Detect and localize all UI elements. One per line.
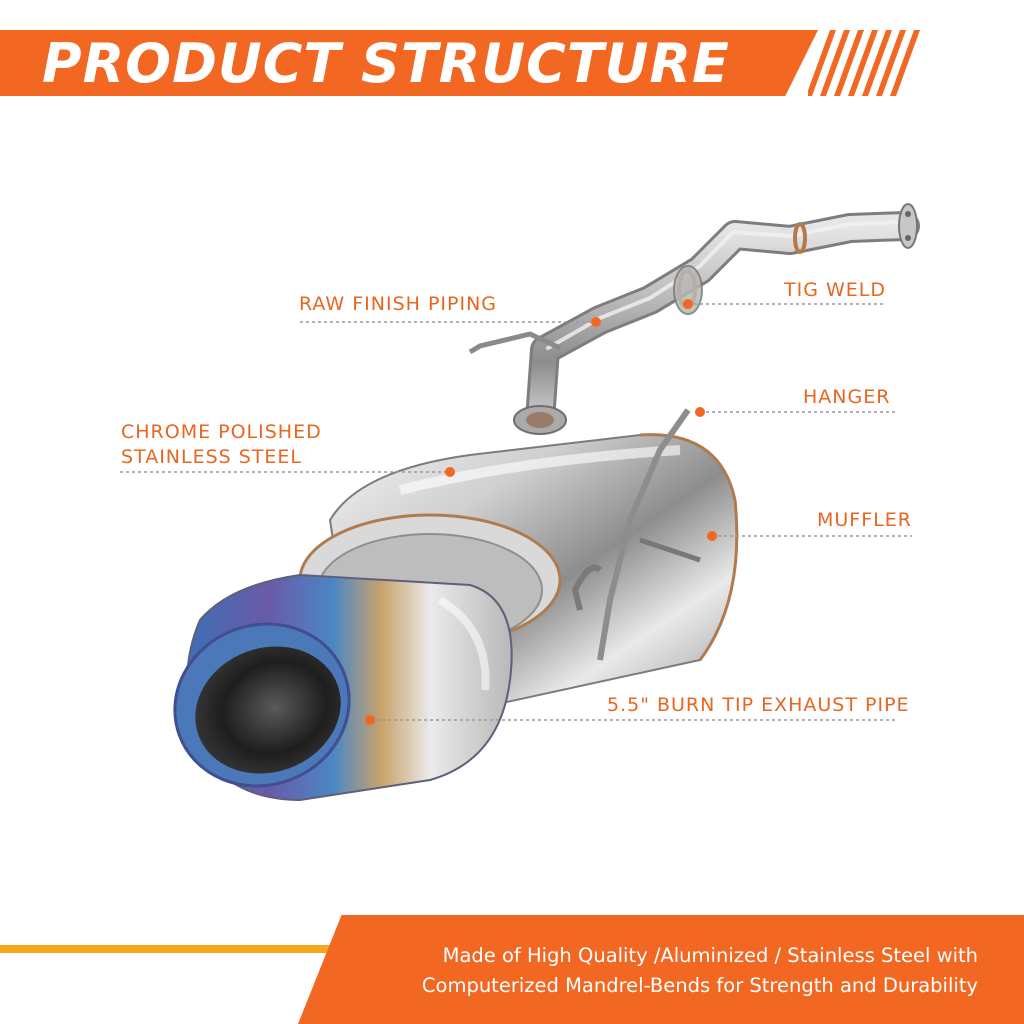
- footer-description-line1: Made of High Quality /Aluminized / Stain…: [442, 944, 978, 967]
- hanger-dot: [695, 407, 705, 417]
- hanger-label: HANGER: [803, 386, 891, 408]
- inlet-flange: [898, 203, 918, 249]
- footer-description-line2: Computerized Mandrel-Bends for Strength …: [421, 974, 978, 997]
- burn-tip-exhaust-pipe: [173, 573, 513, 802]
- burn-tip-label: 5.5" BURN TIP EXHAUST PIPE: [607, 694, 910, 716]
- chrome-polished-dot: [445, 467, 455, 477]
- header-stripes: [808, 30, 920, 96]
- muffler-dot: [707, 531, 717, 541]
- raw-finish-piping: [525, 211, 920, 435]
- callout-dots: [365, 299, 717, 725]
- chrome-polished-label-line2: STAINLESS STEEL: [121, 446, 303, 468]
- page-title: PRODUCT STRUCTURE: [42, 32, 730, 95]
- chrome-polished-label-line1: CHROME POLISHED: [121, 421, 322, 443]
- muffler-label: MUFFLER: [817, 509, 912, 531]
- footer-banner: [298, 915, 1024, 1024]
- header-banner: [0, 30, 818, 96]
- burn-tip-dot: [365, 715, 375, 725]
- footer-accent-stripe: [0, 945, 330, 953]
- tig-weld-dot: [683, 299, 693, 309]
- raw-finish-dot: [591, 317, 601, 327]
- tig-weld-label: TIG WELD: [784, 279, 886, 301]
- callout-leaders: [120, 303, 912, 721]
- muffler-hanger: [597, 408, 691, 661]
- raw-finish-piping-label: RAW FINISH PIPING: [299, 293, 498, 315]
